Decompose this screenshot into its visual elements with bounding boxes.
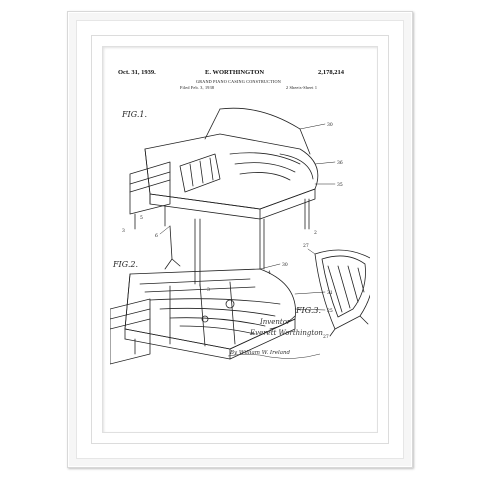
patent-print: Oct. 31, 1939. E. WORTHINGTON 2,178,214 …: [110, 54, 370, 425]
attorney-signature: By William W. Ireland: [230, 350, 291, 356]
svg-text:2: 2: [314, 230, 317, 236]
svg-text:36: 36: [337, 160, 343, 166]
reference-leader-lines: [159, 123, 336, 311]
patent-number: 2,178,214: [318, 69, 344, 76]
svg-text:4: 4: [268, 270, 271, 276]
patent-title: GRAND PIANO CASING CONSTRUCTION: [196, 79, 281, 84]
svg-text:30: 30: [282, 262, 288, 268]
patent-sheets: 2 Sheets-Sheet 1: [286, 85, 318, 90]
svg-text:6: 6: [155, 233, 158, 239]
svg-text:31: 31: [327, 290, 333, 296]
patent-filed: Filed Feb. 3, 1938: [180, 85, 215, 90]
figure-2-piano-cutaway: [110, 268, 296, 365]
patent-inventor-header: E. WORTHINGTON: [205, 69, 265, 76]
figure-1-piano: [129, 107, 319, 287]
figure-1-label: FIG.1.: [122, 110, 147, 119]
svg-text:35: 35: [337, 182, 343, 188]
svg-text:30: 30: [327, 122, 333, 128]
mat-board: Oct. 31, 1939. E. WORTHINGTON 2,178,214 …: [91, 35, 389, 444]
mat-bevel: Oct. 31, 1939. E. WORTHINGTON 2,178,214 …: [102, 46, 378, 433]
svg-text:27: 27: [303, 243, 309, 249]
picture-frame: Oct. 31, 1939. E. WORTHINGTON 2,178,214 …: [67, 11, 413, 468]
patent-date: Oct. 31, 1939.: [118, 69, 156, 76]
figure-3-label: FIG.3.: [296, 306, 321, 315]
rim-detail-drawing: [314, 249, 370, 337]
patent-drawing: 30 36 35 6 31 25 30 27 5 3 4 2 3 35: [110, 107, 370, 365]
inventor-label: Inventor: [260, 318, 291, 326]
svg-text:3: 3: [122, 228, 125, 234]
reference-numerals: 30 36 35 6 31 25 30 27 5 3 4 2 3 35: [122, 122, 343, 340]
svg-text:27: 27: [323, 334, 329, 340]
signature-flourish: [227, 353, 321, 359]
figure-2-label: FIG.2.: [113, 260, 138, 269]
svg-text:3: 3: [207, 287, 210, 293]
svg-text:5: 5: [140, 215, 143, 221]
svg-text:25: 25: [327, 308, 333, 314]
